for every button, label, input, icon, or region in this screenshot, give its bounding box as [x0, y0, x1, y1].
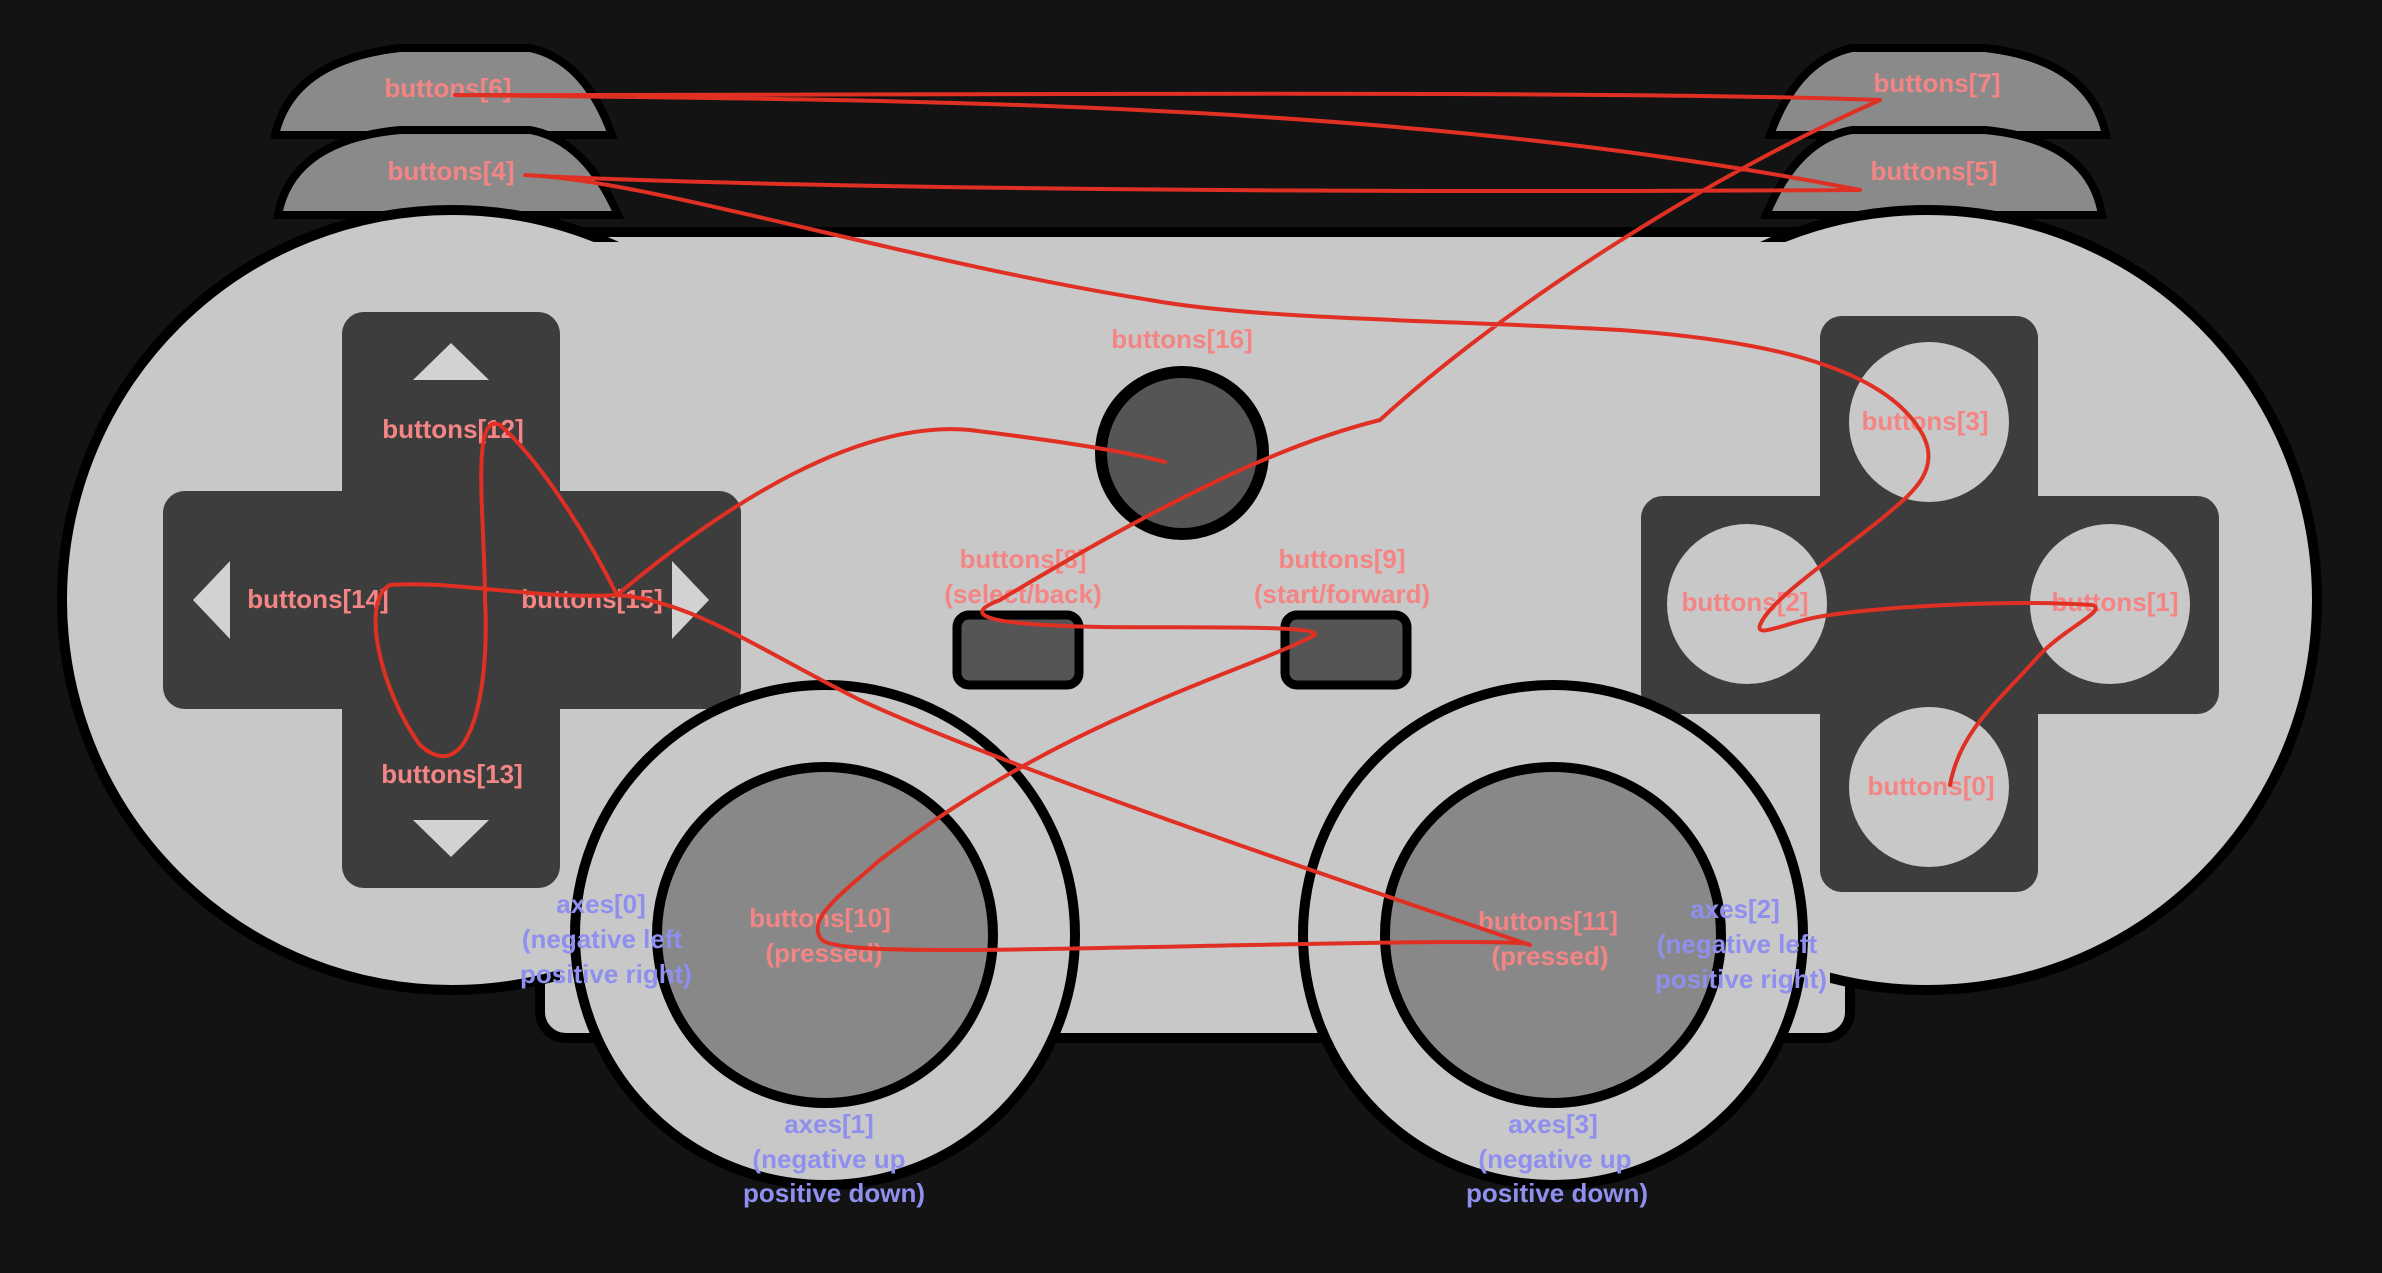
label-axes-0: axes[0] — [556, 889, 646, 919]
face-button-top[interactable] — [1849, 342, 2009, 502]
label-axes-0-line-2: (negative left — [522, 924, 683, 954]
dpad-up-arrow-icon[interactable] — [413, 343, 489, 380]
label-buttons-8: buttons[8] — [959, 544, 1086, 574]
label-buttons-16: buttons[16] — [1111, 324, 1253, 354]
left-stick[interactable] — [652, 762, 998, 1108]
label-select-back: (select/back) — [944, 579, 1102, 609]
button-labels: buttons[6] buttons[4] buttons[7] buttons… — [247, 68, 2178, 971]
analog-sticks — [570, 680, 1808, 1190]
dpad — [163, 312, 741, 888]
label-buttons-6: buttons[6] — [384, 73, 511, 103]
dpad-right-arrow-icon[interactable] — [672, 561, 709, 639]
label-axes-1-line-3: positive down) — [743, 1178, 925, 1208]
label-axes-3-line-3: positive down) — [1466, 1178, 1648, 1208]
label-buttons-9: buttons[9] — [1278, 544, 1405, 574]
label-axes-2-line-3: positive right) — [1655, 964, 1827, 994]
label-buttons-3: buttons[3] — [1861, 406, 1988, 436]
label-buttons-12: buttons[12] — [382, 414, 524, 444]
label-buttons-14: buttons[14] — [247, 584, 389, 614]
select-button[interactable] — [952, 610, 1084, 690]
label-axes-3-line-2: (negative up — [1478, 1144, 1631, 1174]
label-buttons-0: buttons[0] — [1867, 771, 1994, 801]
face-button-right[interactable] — [2030, 524, 2190, 684]
label-buttons-4: buttons[4] — [387, 156, 514, 186]
face-button-left[interactable] — [1667, 524, 1827, 684]
connection-wire — [373, 91, 2098, 952]
bumper-right-bottom[interactable] — [1760, 126, 2107, 219]
label-buttons-5: buttons[5] — [1870, 156, 1997, 186]
home-button[interactable] — [1095, 366, 1269, 540]
dpad-left-arrow-icon[interactable] — [193, 561, 230, 639]
label-buttons-13: buttons[13] — [381, 759, 523, 789]
label-start-forward: (start/forward) — [1254, 579, 1430, 609]
label-axes-0-line-3: positive right) — [520, 959, 692, 989]
label-axes-3: axes[3] — [1508, 1109, 1598, 1139]
label-axes-1-line-2: (negative up — [752, 1144, 905, 1174]
label-buttons-7: buttons[7] — [1873, 68, 2000, 98]
label-axes-2-line-2: (negative left — [1657, 929, 1818, 959]
label-buttons-11: buttons[11] — [1478, 906, 1618, 936]
start-button[interactable] — [1280, 610, 1412, 690]
face-button-bottom[interactable] — [1849, 707, 2009, 867]
dpad-down-arrow-icon[interactable] — [413, 820, 489, 857]
right-stick[interactable] — [1380, 762, 1726, 1108]
axis-labels: axes[0] (negative left positive right) a… — [520, 889, 1827, 1208]
label-axes-1: axes[1] — [784, 1109, 874, 1139]
label-right-pressed: (pressed) — [1491, 941, 1608, 971]
label-axes-2: axes[2] — [1690, 894, 1780, 924]
